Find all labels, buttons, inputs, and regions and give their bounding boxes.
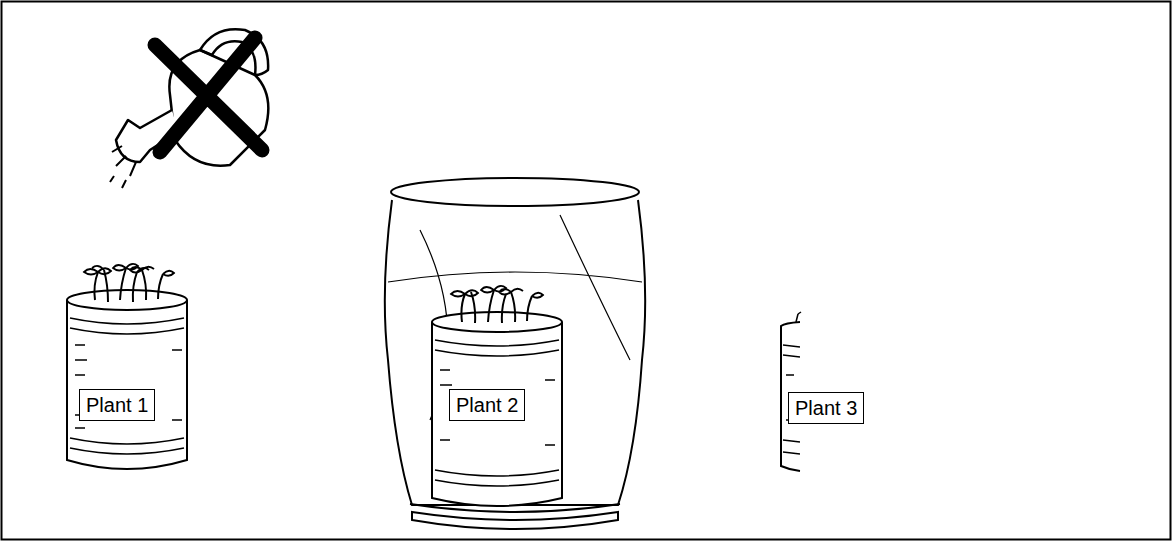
can-ribs [70,318,184,454]
jar-base [410,504,620,529]
seedling-leaves [84,264,174,276]
plant-label: Plant 2 [449,389,525,421]
can-top [67,290,187,310]
seedling-stems [94,268,163,302]
can-side [67,300,187,469]
watering-can [110,29,268,188]
plant-label: Plant 1 [79,389,155,421]
tin-can [67,264,187,469]
can-top [432,312,562,332]
glass-jar [385,178,645,529]
can-side [432,322,562,506]
label-text: Plant 3 [795,397,857,419]
label-text: Plant 2 [456,394,518,416]
seedling-stems [796,312,801,322]
jar-body [385,200,645,505]
jar-rim [391,178,639,206]
can-ribs [435,340,559,486]
cross-mark [155,38,262,152]
seedling-stems [461,290,532,323]
label-text: Plant 1 [86,394,148,416]
seedling-leaves [451,286,543,298]
plant-label: Plant 3 [788,392,864,424]
water-drops [110,146,136,188]
